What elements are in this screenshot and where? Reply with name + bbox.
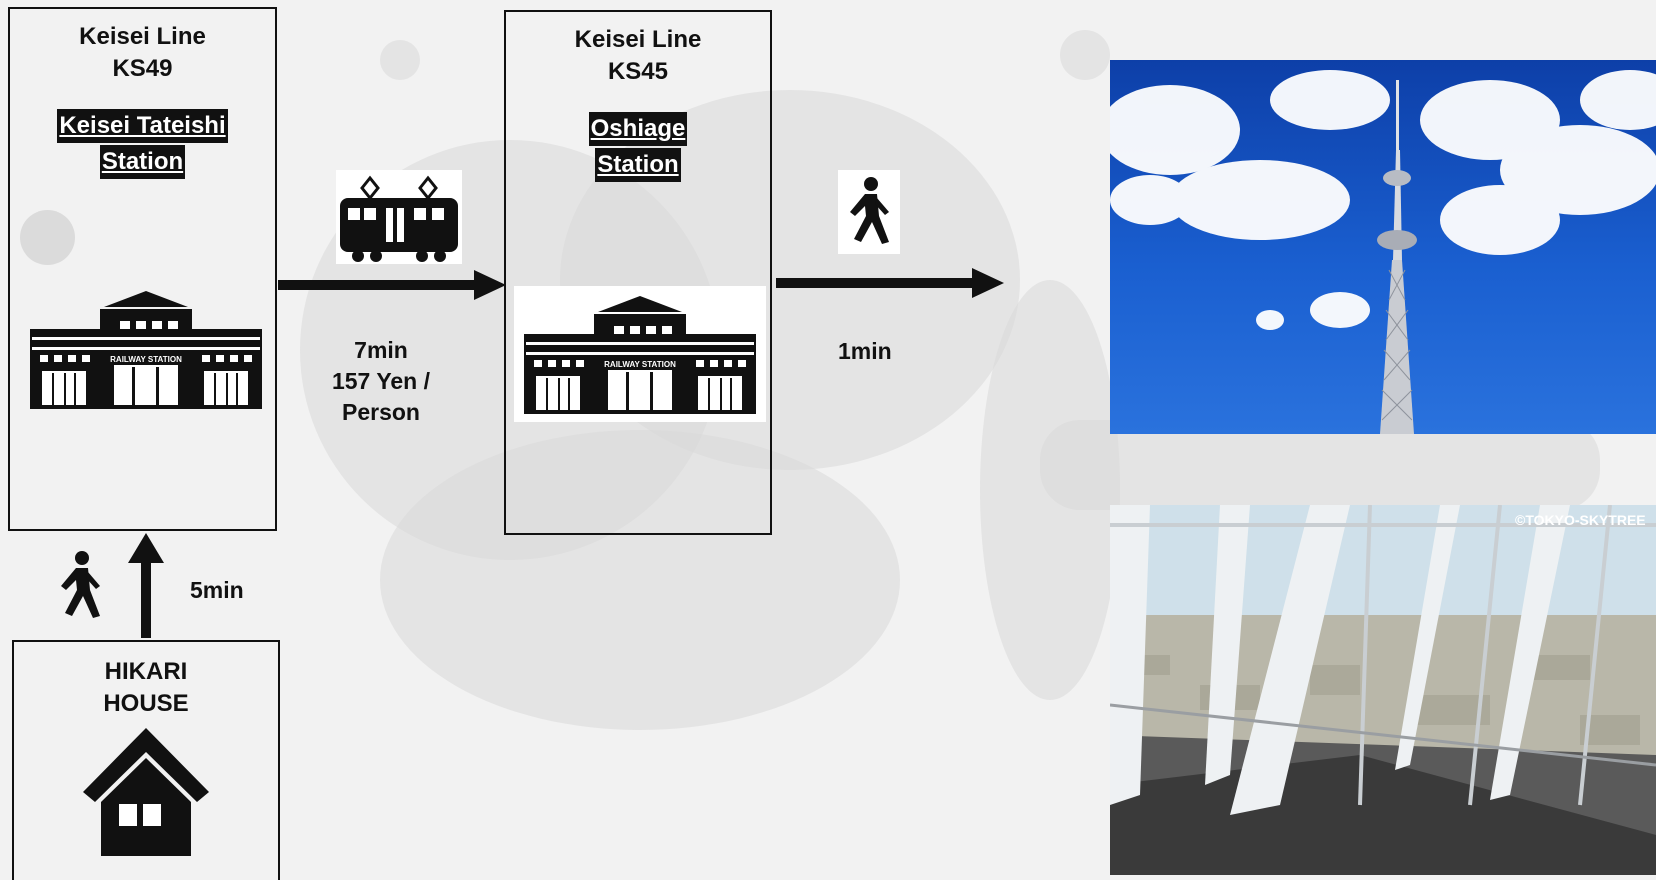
railway-station-icon: RAILWAY STATION <box>30 291 262 409</box>
station2-name-line1: Oshiage <box>588 112 688 146</box>
walk2-time: 1min <box>838 338 892 364</box>
station2-sign: RAILWAY STATION <box>604 360 676 369</box>
station1-sign: RAILWAY STATION <box>110 355 182 364</box>
observation-deck-photo: ©TOKYO-SKYTREE <box>1110 505 1656 875</box>
house-icon <box>83 728 209 856</box>
walking-person-icon <box>838 170 900 254</box>
origin-title-line1: HIKARI <box>104 658 188 685</box>
photo-watermark: ©TOKYO-SKYTREE <box>1515 512 1646 528</box>
skytree-photo <box>1110 60 1656 434</box>
station2-line: Keisei Line <box>574 26 702 53</box>
station2-code: KS45 <box>607 58 669 85</box>
station2-name-line2: Station <box>595 148 681 182</box>
station1-name-line1: Keisei Tateishi <box>57 109 228 143</box>
arrow-right-icon <box>278 270 506 300</box>
origin-title-line2: HOUSE <box>103 690 189 717</box>
railway-station-icon: RAILWAY STATION <box>524 296 756 414</box>
train-fare-line2: Person <box>342 399 420 425</box>
origin-box: HIKARI HOUSE <box>12 640 280 880</box>
walking-person-icon <box>61 551 100 618</box>
train-icon <box>336 170 462 264</box>
train-info: 7min 157 Yen / Person <box>316 335 446 428</box>
station2-box: Keisei Line KS45 Oshiage Station RAILWAY… <box>504 10 772 535</box>
arrow-up-icon <box>128 533 164 638</box>
arrow-right-icon <box>776 268 1004 298</box>
station1-box: Keisei Line KS49 Keisei Tateishi Station… <box>8 7 277 531</box>
station1-line: Keisei Line <box>79 23 206 50</box>
walk1-time: 5min <box>190 577 244 603</box>
station1-code: KS49 <box>112 55 173 82</box>
train-fare-line1: 157 Yen / <box>331 368 431 394</box>
train-time: 7min <box>354 337 408 363</box>
station1-name-line2: Station <box>99 145 186 179</box>
